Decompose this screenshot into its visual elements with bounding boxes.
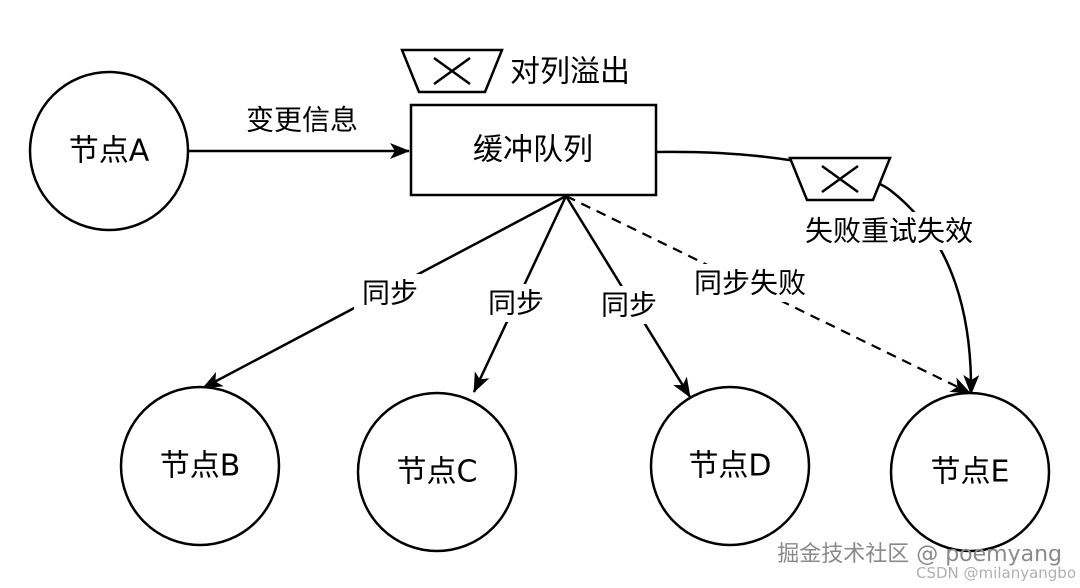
edge-label-sync-fail: 同步失败 — [694, 267, 806, 300]
watermark-sub: CSDN @milanyangbo — [916, 564, 1076, 582]
retry-drop-icon — [788, 156, 892, 202]
edge-label-sync-d: 同步 — [601, 289, 657, 322]
overflow-label: 对列溢出 — [510, 55, 630, 90]
node-b: 节点B — [119, 385, 281, 547]
node-e-label: 节点E — [931, 455, 1010, 490]
edge-label-sync-b-bg — [354, 274, 426, 312]
edge-label-sync-fail-bg — [683, 264, 817, 302]
edge-label-sync-c-bg — [480, 284, 552, 322]
node-c: 节点C — [356, 391, 518, 553]
edge-queue-to-e-retry — [655, 150, 980, 395]
buffer-queue-label: 缓冲队列 — [473, 133, 593, 168]
edge-label-change-info: 变更信息 — [246, 104, 358, 137]
edge-label-retry-fail-bg — [792, 212, 986, 250]
edge-label-sync-b: 同步 — [362, 277, 418, 310]
watermark-main: 掘金技术社区 @ poemyang — [777, 542, 1062, 567]
overflow-drop-icon — [400, 48, 504, 94]
node-e: 节点E — [889, 391, 1051, 553]
node-a-label: 节点A — [69, 134, 150, 169]
node-d-label: 节点D — [688, 449, 771, 484]
node-c-label: 节点C — [397, 455, 478, 490]
edge-label-retry-fail: 失败重试失效 — [805, 215, 973, 248]
node-d: 节点D — [649, 385, 811, 547]
buffer-queue-box — [409, 103, 658, 197]
edge-label-sync-c: 同步 — [488, 287, 544, 320]
edge-label-sync-d-bg — [593, 286, 665, 324]
node-a: 节点A — [28, 70, 190, 232]
node-b-label: 节点B — [160, 449, 241, 484]
